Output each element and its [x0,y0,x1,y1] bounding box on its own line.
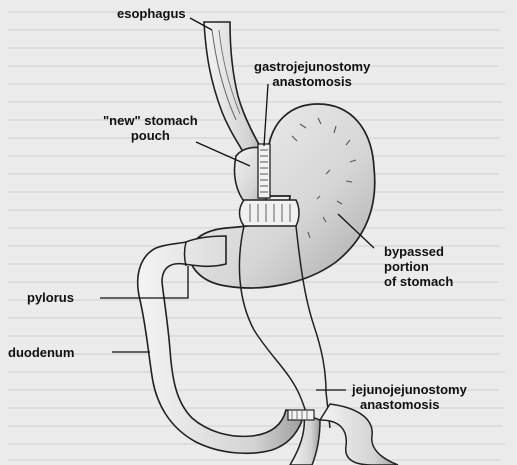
label-esophagus: esophagus [117,6,186,21]
label-pylorus: pylorus [27,290,74,305]
leader-gastrojejunostomy [264,84,268,146]
label-new-stomach-pouch: "new" stomach pouch [103,113,198,143]
label-duodenum: duodenum [8,345,74,360]
label-gastrojejunostomy: gastrojejunostomy anastomosis [254,59,370,89]
label-bypassed-portion: bypassed portion of stomach [384,244,453,289]
gastrojejunostomy-site [258,144,270,198]
label-jejunojejunostomy: jejunojejunostomy anastomosis [352,382,467,412]
